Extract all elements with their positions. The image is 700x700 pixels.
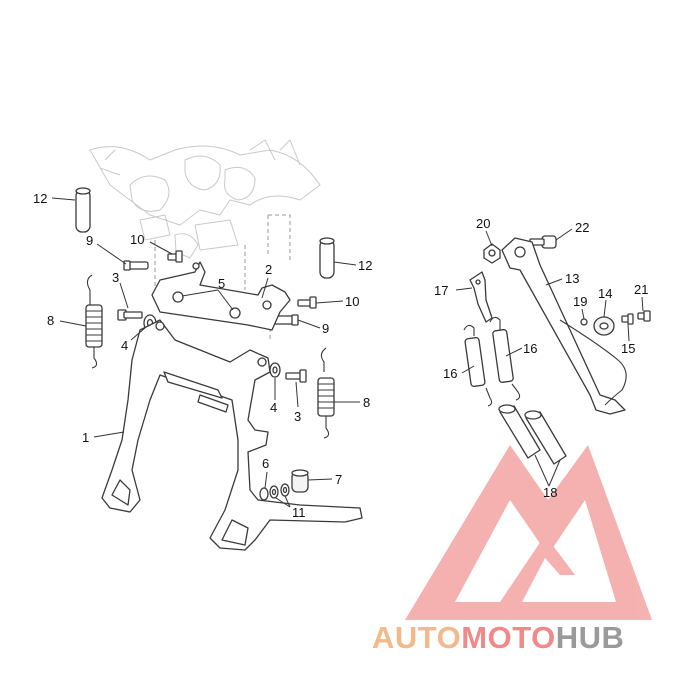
callout-10-right: 10 — [345, 294, 359, 309]
callout-13: 13 — [565, 271, 579, 286]
frame-outline — [89, 139, 321, 259]
callout-20: 20 — [476, 216, 490, 231]
watermark-hub: HUB — [556, 620, 625, 655]
side-stand-13 — [501, 237, 627, 415]
callout-12-left: 12 — [33, 191, 47, 206]
callout-14: 14 — [598, 286, 612, 301]
bolt-3-right — [285, 369, 307, 383]
callout-15: 15 — [621, 341, 635, 356]
washer-19 — [580, 318, 588, 326]
rubber-pad-14 — [593, 316, 615, 336]
callout-7: 7 — [335, 472, 342, 487]
callout-5: 5 — [218, 276, 225, 291]
bushing-12-right — [319, 237, 335, 279]
screw-15 — [621, 313, 634, 325]
callout-8-left: 8 — [47, 313, 54, 328]
washer-6 — [259, 487, 269, 501]
callout-8-right: 8 — [363, 395, 370, 410]
rubber-stopper-7 — [291, 469, 309, 493]
washer-11a — [269, 485, 279, 499]
callout-9-right: 9 — [322, 321, 329, 336]
mounting-bracket-2 — [151, 261, 291, 331]
callout-18: 18 — [543, 485, 557, 500]
callout-16-right: 16 — [523, 341, 537, 356]
watermark-logo — [405, 445, 652, 620]
callout-1: 1 — [82, 430, 89, 445]
callout-11: 11 — [292, 505, 306, 520]
spring-16b — [489, 316, 521, 401]
watermark-text: AUTOMOTOHUB — [372, 620, 624, 655]
callout-21: 21 — [634, 282, 648, 297]
sleeve-18b — [524, 410, 567, 465]
callout-4-left: 4 — [121, 338, 128, 353]
bolt-10-left — [167, 250, 183, 263]
pivot-bolt-22 — [529, 235, 557, 249]
bracket-17 — [469, 271, 493, 323]
center-stand-1 — [101, 319, 363, 551]
washer-20 — [483, 243, 501, 264]
bushing-12-left — [75, 187, 91, 233]
callout-9-left: 9 — [86, 233, 93, 248]
callout-17: 17 — [434, 283, 448, 298]
washer-4-right — [269, 362, 281, 378]
callout-12-right: 12 — [358, 258, 372, 273]
watermark-moto: MOTO — [461, 620, 555, 655]
watermark-auto: AUTO — [372, 620, 461, 655]
callout-4-right: 4 — [270, 400, 277, 415]
callout-16-left: 16 — [443, 366, 457, 381]
bolt-9-left — [123, 260, 149, 271]
bolt-10-right — [297, 296, 317, 309]
spring-8-left — [85, 274, 103, 369]
washer-11b — [280, 483, 290, 497]
callout-6: 6 — [262, 456, 269, 471]
callout-3-right: 3 — [294, 409, 301, 424]
mount-guides — [154, 214, 291, 340]
callout-3-left: 3 — [112, 270, 119, 285]
bolt-3-left — [117, 309, 143, 321]
sleeve-18a — [498, 404, 541, 459]
callout-10-left: 10 — [130, 232, 144, 247]
callout-2: 2 — [265, 262, 272, 277]
callout-22: 22 — [575, 220, 589, 235]
leader-lines — [51, 197, 644, 508]
spring-16a — [463, 324, 493, 407]
screw-21 — [637, 310, 651, 322]
spring-8-right — [317, 347, 335, 439]
callout-19: 19 — [573, 294, 587, 309]
